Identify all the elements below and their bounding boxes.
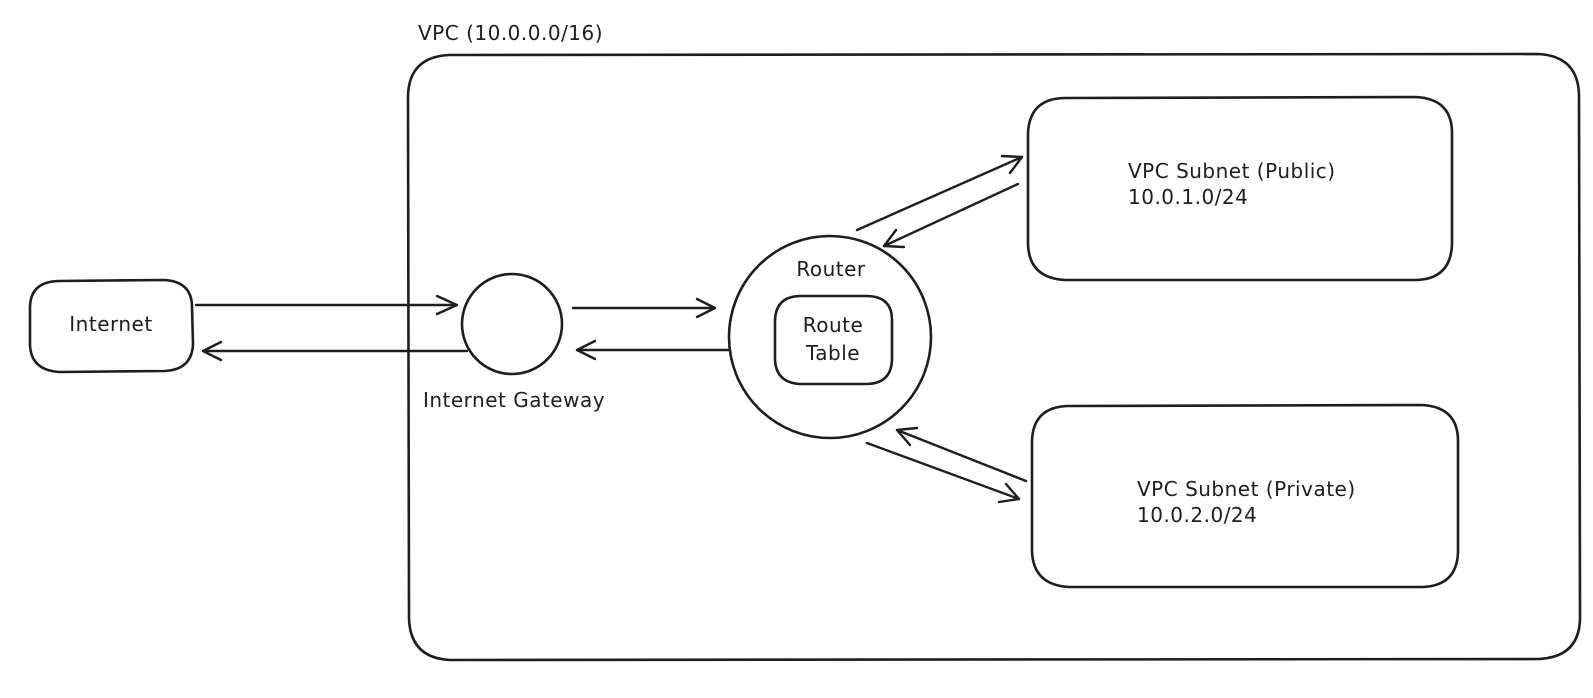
internet-gateway-circle — [460, 272, 564, 376]
router-circle — [727, 234, 933, 440]
internet-box — [28, 278, 195, 374]
router-node: Router Route Table — [727, 234, 933, 440]
arrow-router-to-private-subnet-head-icon — [997, 482, 1021, 504]
internet-gateway-label: Internet Gateway — [423, 388, 605, 412]
arrow-router-to-gateway-head-icon — [575, 339, 597, 361]
subnet-public-node: VPC Subnet (Public) 10.0.1.0/24 — [1026, 95, 1454, 282]
arrow-router-to-private-subnet-line — [865, 441, 1021, 501]
arrow-router-to-public-subnet-line — [855, 155, 1024, 232]
route-table-box — [773, 294, 894, 386]
arrow-private-subnet-to-router — [895, 426, 1028, 483]
subnet-private-name: VPC Subnet (Private) — [1137, 477, 1356, 501]
arrow-gateway-to-internet — [201, 340, 469, 362]
arrow-router-to-gateway — [575, 339, 731, 361]
subnet-private-cidr: 10.0.2.0/24 — [1137, 503, 1257, 527]
route-table-label-line1: Route — [803, 313, 864, 337]
subnet-public-name: VPC Subnet (Public) — [1128, 159, 1336, 183]
internet-node: Internet — [28, 278, 195, 374]
arrow-internet-to-gateway — [194, 294, 459, 316]
route-table-label-line2: Table — [805, 341, 860, 365]
arrow-private-subnet-to-router-head-icon — [895, 426, 919, 447]
router-label: Router — [796, 257, 866, 281]
arrow-gateway-to-router — [571, 297, 717, 319]
arrow-gateway-to-internet-head-icon — [201, 340, 223, 362]
arrow-router-to-public-subnet-head-icon — [1000, 154, 1024, 175]
arrow-public-subnet-to-router-head-icon — [882, 228, 906, 249]
arrow-gateway-to-router-head-icon — [695, 297, 717, 319]
internet-gateway-node: Internet Gateway — [423, 272, 605, 412]
vpc-container: VPC (10.0.0.0/16) — [406, 21, 1582, 662]
subnet-private-box — [1030, 403, 1460, 589]
vpc-boundary — [406, 52, 1582, 662]
subnet-private-node: VPC Subnet (Private) 10.0.2.0/24 — [1030, 403, 1460, 589]
arrow-public-subnet-to-router-line — [882, 182, 1020, 248]
subnet-public-cidr: 10.0.1.0/24 — [1128, 185, 1248, 209]
arrow-router-to-public-subnet — [855, 154, 1024, 232]
arrow-internet-to-gateway-head-icon — [435, 294, 459, 316]
internet-label: Internet — [69, 312, 152, 336]
arrow-router-to-private-subnet — [865, 441, 1021, 504]
arrow-public-subnet-to-router — [882, 182, 1020, 249]
arrow-private-subnet-to-router-line — [895, 428, 1028, 483]
subnet-public-box — [1026, 95, 1454, 282]
vpc-title: VPC (10.0.0.0/16) — [418, 21, 603, 45]
